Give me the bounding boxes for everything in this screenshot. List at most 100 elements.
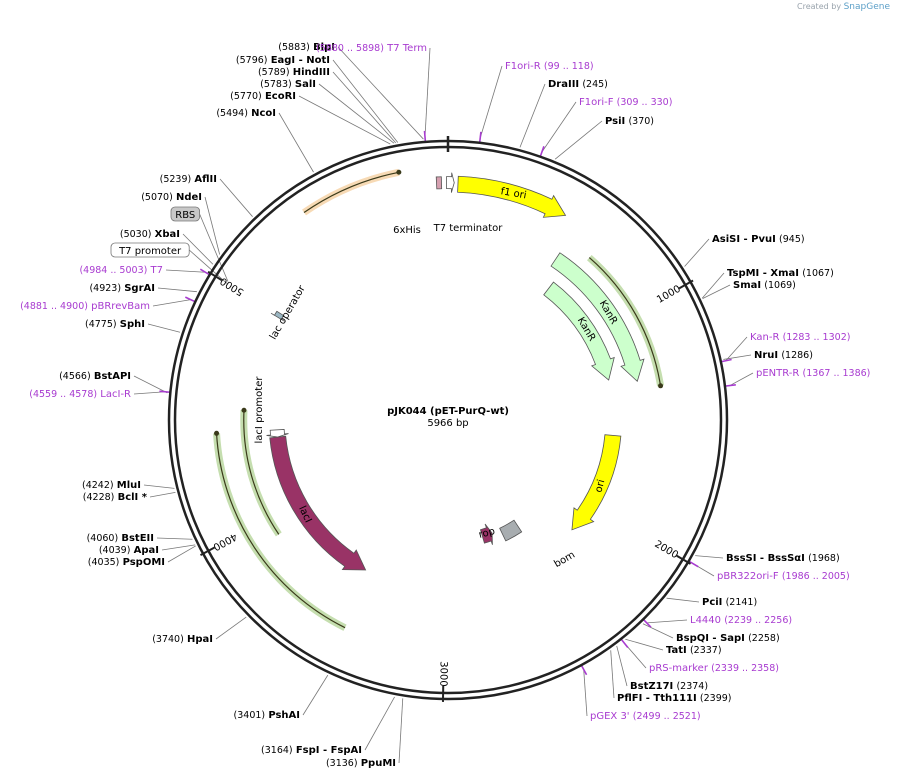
leader-line [684, 238, 710, 267]
enzyme-eagi-noti[interactable]: (5796) EagI - NotI [236, 55, 330, 66]
enzyme-hindiii[interactable]: (5789) HindIII [258, 67, 330, 78]
site-name: Kan-R [750, 332, 779, 343]
enzyme-bspqi-sapi[interactable]: BspQI - SapI (2258) [676, 633, 780, 644]
feature-kanr[interactable] [550, 252, 645, 383]
site-label-text: SmaI (1069) [733, 280, 796, 291]
enzyme-bstz17i[interactable]: BstZ17I (2374) [630, 681, 708, 692]
site-position: (1367 .. 1386) [803, 368, 871, 379]
enzyme-ppumi[interactable]: (3136) PpuMI [326, 758, 396, 769]
enzyme-smai[interactable]: SmaI (1069) [733, 280, 796, 291]
site-name: BlpI [313, 42, 335, 53]
enzyme-nrui[interactable]: NruI (1286) [754, 350, 813, 361]
enzyme-fspi-fspai[interactable]: (3164) FspI - FspAI [261, 745, 362, 756]
site-position: (4984 .. 5003) [79, 265, 147, 276]
primer-pgex-3-[interactable]: pGEX 3' (2499 .. 2521) [590, 711, 701, 722]
primer-f1ori-r[interactable]: F1ori-R (99 .. 118) [505, 61, 594, 72]
enzyme-pflfi-tth111i[interactable]: PflFI - Tth111I (2399) [617, 693, 732, 704]
enzyme-sali[interactable]: (5783) SalI [260, 79, 316, 90]
primer-prs-marker[interactable]: pRS-marker (2339 .. 2358) [649, 663, 779, 674]
site-name: HindIII [293, 67, 330, 78]
enzyme-pcii[interactable]: PciI (2141) [702, 597, 757, 608]
enzyme-xbai[interactable]: (5030) XbaI [120, 229, 180, 240]
site-label-text: (5883) BlpI [278, 42, 335, 53]
ruler-tick [676, 554, 692, 565]
enzyme-ecori[interactable]: (5770) EcoRI [230, 91, 296, 102]
site-position: (1283 .. 1302) [783, 332, 851, 343]
enzyme-bstapi[interactable]: (4566) BstAPI [59, 371, 131, 382]
site-name: PsiI [605, 116, 625, 127]
site-position: (2399) [700, 693, 732, 704]
orf-arc [243, 410, 280, 535]
enzyme-draiii[interactable]: DraIII (245) [548, 79, 608, 90]
enzyme-blpi[interactable]: (5883) BlpI [278, 42, 335, 53]
site-name: XbaI [155, 229, 180, 240]
primer-t7[interactable]: (4984 .. 5003) T7 [79, 265, 163, 276]
leader-line [133, 375, 168, 394]
feature-kanr[interactable] [543, 281, 615, 381]
feature-laci-promoter[interactable] [266, 428, 289, 438]
enzyme-bsteii[interactable]: (4060) BstEII [87, 533, 154, 544]
snapgene-watermark: Created by SnapGene [797, 2, 890, 12]
primer-t7-term[interactable]: (5880 .. 5898) T7 Term [316, 43, 427, 54]
feature-ori[interactable] [571, 434, 622, 531]
primer-l4440[interactable]: L4440 (2239 .. 2256) [690, 615, 792, 626]
site-position: (370) [628, 116, 654, 127]
primer-f1ori-f[interactable]: F1ori-F (309 .. 330) [579, 97, 672, 108]
site-labels[interactable]: (5883) BlpI (5796) EagI - NotI(5789) Hind… [20, 42, 870, 769]
enzyme-asisi-pvui[interactable]: AsiSI - PvuI (945) [712, 234, 805, 245]
enzyme-tspmi-xmai[interactable]: TspMI - XmaI (1067) [727, 268, 834, 279]
enzyme-apai[interactable]: (4039) ApaI [99, 545, 159, 556]
site-label-text: (5789) HindIII [258, 67, 330, 78]
site-label-text: F1ori-F (309 .. 330) [579, 97, 672, 108]
site-name: pGEX 3' [590, 711, 630, 722]
feature-6xhis[interactable] [435, 176, 443, 190]
feature-rop[interactable] [479, 523, 493, 545]
site-label-text: AsiSI - PvuI (945) [712, 234, 805, 245]
site-label-text: (4039) ApaI [99, 545, 159, 556]
boxed-label-frame [170, 206, 201, 222]
primer-pbrrevbam[interactable]: (4881 .. 4900) pBRrevBam [20, 301, 150, 312]
primer-pentr-r[interactable]: pENTR-R (1367 .. 1386) [756, 368, 870, 379]
enzyme-bcli-[interactable]: (4228) BclI * [83, 492, 148, 503]
leader-line [143, 484, 175, 489]
leader-line [167, 545, 196, 563]
feature-f1-ori[interactable] [457, 175, 567, 218]
site-label-text: (4984 .. 5003) T7 [79, 265, 163, 276]
enzyme-psii[interactable]: PsiI (370) [605, 116, 654, 127]
feature-lac-operator[interactable] [270, 310, 285, 322]
leader-line [479, 65, 503, 138]
primer-laci-r[interactable]: (4559 .. 4578) LacI-R [29, 389, 131, 400]
site-label-text: (4228) BclI * [83, 492, 148, 503]
enzyme-mlui[interactable]: (4242) MluI [82, 480, 141, 491]
boxed-label-t7-promoter[interactable]: T7 promoter [110, 242, 190, 258]
feature-t7-terminator[interactable] [446, 172, 455, 193]
enzyme-pshai[interactable]: (3401) PshAI [234, 710, 300, 721]
site-name: pBR322ori-F [717, 571, 779, 582]
primer-kan-r[interactable]: Kan-R (1283 .. 1302) [750, 332, 850, 343]
enzyme-aflii[interactable]: (5239) AflII [160, 174, 217, 185]
primer-pbr322ori-f[interactable]: pBR322ori-F (1986 .. 2005) [717, 571, 850, 582]
orf-arrowhead [658, 383, 664, 389]
site-name: T7 [150, 265, 163, 276]
feature-bom[interactable] [499, 519, 523, 542]
enzyme-hpai[interactable]: (3740) HpaI [152, 634, 213, 645]
enzyme-ncoi[interactable]: (5494) NcoI [216, 108, 276, 119]
ruler-tick [207, 270, 223, 282]
enzyme-pspomi[interactable]: (4035) PspOMI [88, 557, 165, 568]
feature-label: bom [552, 550, 577, 571]
site-position: (2239 .. 2256) [724, 615, 792, 626]
site-label-text: F1ori-R (99 .. 118) [505, 61, 594, 72]
feature-laci[interactable] [269, 435, 367, 571]
leader-line [642, 623, 674, 639]
site-position: (5789) [258, 67, 290, 78]
orf-arc [215, 433, 346, 629]
boxed-label-rbs[interactable]: RBS [170, 206, 201, 222]
leader-line [199, 213, 229, 282]
enzyme-sphi[interactable]: (4775) SphI [85, 319, 145, 330]
enzyme-bsssi-bsss-i[interactable]: BssSI - BssSαI (1968) [726, 553, 840, 564]
enzyme-sgrai[interactable]: (4923) SgrAI [89, 283, 155, 294]
site-position: (3164) [261, 745, 293, 756]
enzyme-ndei[interactable]: (5070) NdeI [141, 192, 202, 203]
enzyme-tati[interactable]: TatI (2337) [666, 645, 722, 656]
